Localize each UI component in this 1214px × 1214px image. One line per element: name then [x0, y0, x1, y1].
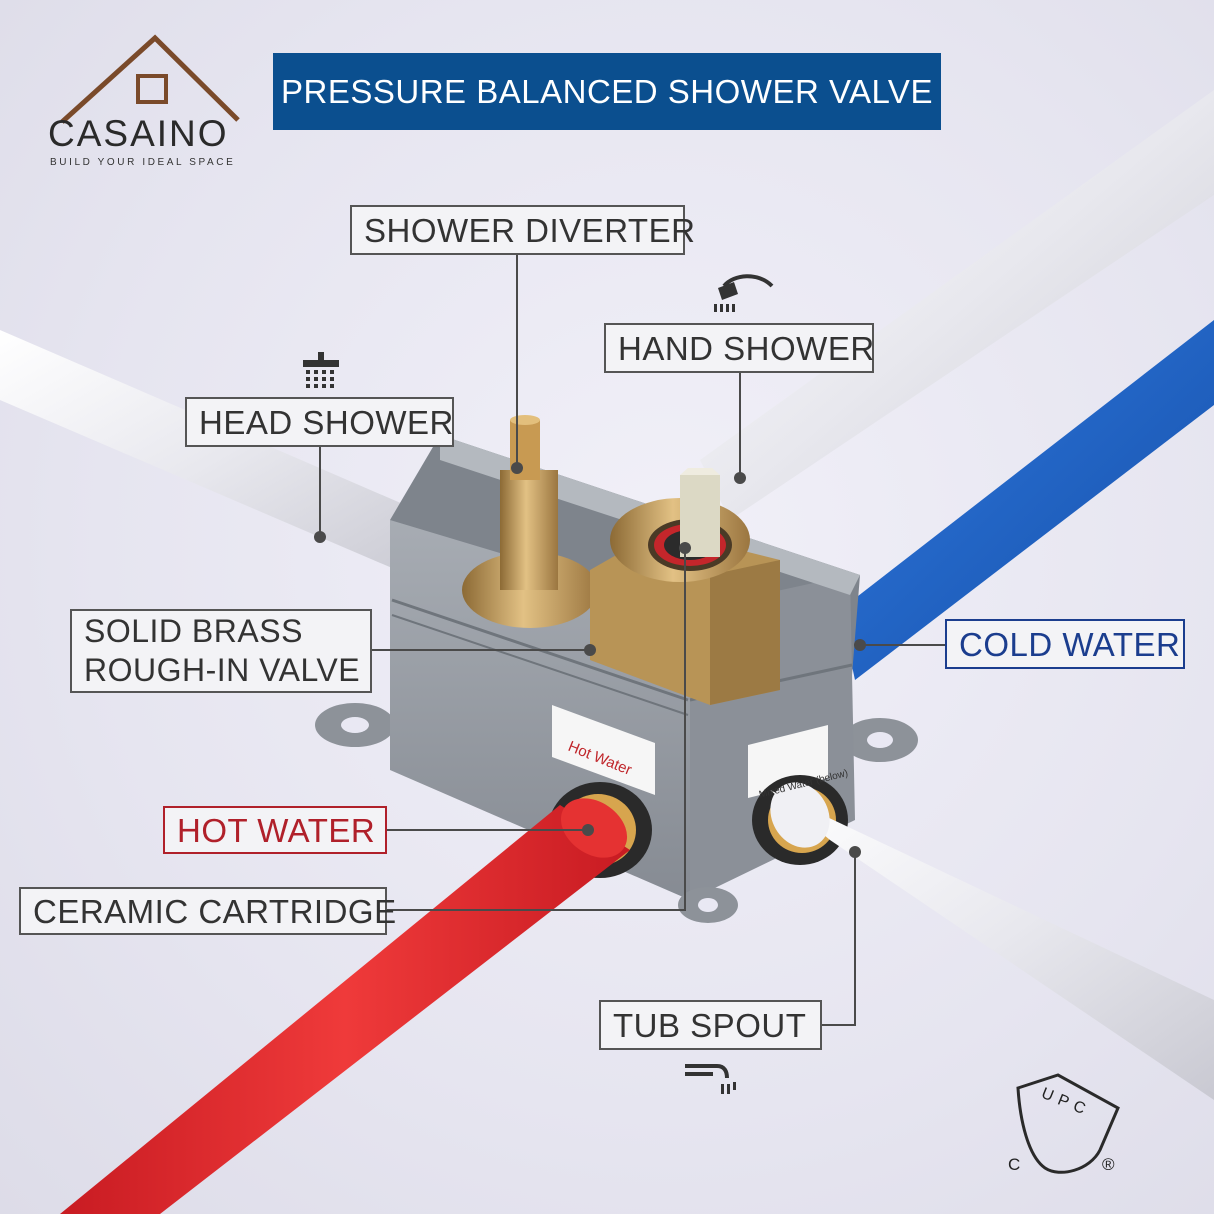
- hot-water-pipe: [60, 805, 630, 1214]
- page-title: PRESSURE BALANCED SHOWER VALVE: [273, 53, 941, 130]
- hand-shower-icon: [714, 274, 774, 312]
- callout-head-shower: HEAD SHOWER: [185, 397, 454, 447]
- callout-hot-water: HOT WATER: [163, 806, 387, 854]
- cupc-registered: ®: [1102, 1155, 1115, 1174]
- rough-in-line1: SOLID BRASS: [84, 612, 303, 649]
- callout-cold-water: COLD WATER: [945, 619, 1185, 669]
- brand-tagline: BUILD YOUR IDEAL SPACE: [50, 157, 236, 168]
- callout-rough-in-valve: SOLID BRASS ROUGH-IN VALVE: [70, 609, 372, 693]
- hand-shower-pipe: [700, 90, 1214, 520]
- callout-shower-diverter: SHOWER DIVERTER: [350, 205, 695, 255]
- callout-ceramic-cartridge: CERAMIC CARTRIDGE: [19, 887, 396, 935]
- tub-spout-icon: [685, 1064, 736, 1094]
- callout-tub-spout: TUB SPOUT: [599, 1000, 822, 1050]
- cold-water-pipe: [840, 320, 1214, 680]
- head-shower-icon: [303, 352, 339, 388]
- callout-hand-shower: HAND SHOWER: [604, 323, 874, 373]
- logo-house-icon: [60, 34, 240, 124]
- tub-spout-pipe: [770, 790, 1214, 1100]
- brand-name: CASAINO: [48, 113, 229, 154]
- rough-in-line2: ROUGH-IN VALVE: [84, 652, 361, 688]
- cupc-prefix: C: [1008, 1155, 1021, 1174]
- head-shower-pipe: [0, 330, 440, 580]
- cupc-shield-icon: [1016, 1073, 1120, 1174]
